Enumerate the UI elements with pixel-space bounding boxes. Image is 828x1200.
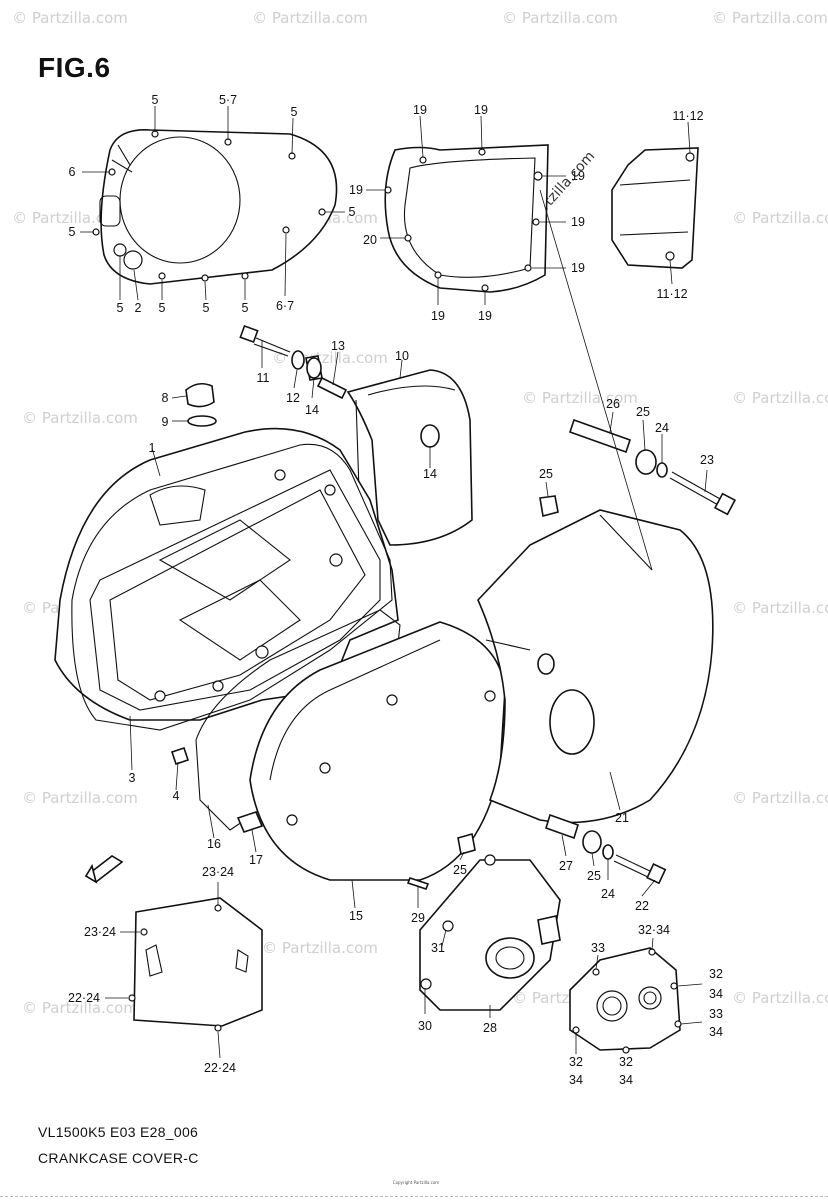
callout-label: 5 [158,300,166,315]
bolt-group-right-upper [539,418,737,517]
model-code: VL1500K5 E03 E28_006 [38,1124,199,1140]
callout-label: 32·34 [638,922,670,937]
callout-label: 25 [539,466,553,481]
callout-label: 33 [709,1006,723,1021]
crankcase-cover-part [54,427,399,721]
callout-label: 22 [635,898,649,913]
small-plate-left-part [128,897,263,1032]
callout-label: 14 [423,466,437,481]
callout-label: 26 [606,396,620,411]
callout-label: 24 [601,886,615,901]
callout-label: 32 [619,1054,633,1069]
callout-label: 5 [202,300,210,315]
bolt-group-upper [239,324,348,400]
callout-label: 34 [709,986,723,1001]
callout-label: 5 [348,204,356,219]
callout-label: 30 [418,1018,432,1033]
callout-label: 15 [349,908,363,923]
copyright-note: Copyright Partzilla.com [392,1180,440,1185]
large-cover-part [477,509,714,824]
callout-label: 8 [161,390,169,405]
callout-label: 6 [68,164,76,179]
gasket-part [71,443,393,731]
drive-cover-part [384,144,549,293]
callout-label: 19 [413,102,427,117]
callout-label: 23·24 [202,864,234,879]
callout-label: 5 [116,300,124,315]
callout-label: 31 [431,940,445,955]
callout-label: 16 [207,836,221,851]
callout-label: 9 [161,414,169,429]
callout-label: 19 [571,214,585,229]
callout-label: 34 [709,1024,723,1039]
dowel-pin-part [170,746,190,766]
bottom-divider [0,1196,828,1197]
side-cover-part [249,621,506,881]
callout-label: 5·7 [218,92,238,107]
callout-label: 24 [655,420,669,435]
filler-cap-part [185,382,217,427]
callout-label: 32 [569,1054,583,1069]
forward-arrow-icon [84,855,124,884]
callout-label: 11 [256,370,270,385]
callout-label: 25 [453,862,467,877]
callout-label: 11·12 [672,108,704,123]
figure-title: FIG.6 [38,52,111,83]
callout-label: 23 [700,452,714,467]
leader-lines [80,106,708,1059]
gasket-cover-part [346,369,473,546]
callout-label: 6·7 [275,298,295,313]
callout-label: 27 [559,858,573,873]
callout-label: 19 [474,102,488,117]
outer-cover-left-part [92,129,338,285]
callout-label: 22·24 [68,990,100,1005]
callout-label: 25 [636,404,650,419]
callout-label: 17 [249,852,263,867]
callout-label: 2 [134,300,142,315]
callout-label: 5 [68,224,76,239]
callout-label: 5 [290,104,298,119]
callout-label: 22·24 [204,1060,236,1075]
callout-label: 19 [478,308,492,323]
callout-label: 14 [305,402,319,417]
small-cover-part [611,147,699,269]
callout-label: 19 [571,260,585,275]
section-name: CRANKCASE COVER-C [38,1150,199,1166]
callout-label: 13 [331,338,345,353]
callout-label: 19 [349,182,363,197]
callout-label: 29 [411,910,425,925]
callout-label: 4 [172,788,180,803]
callout-label: 34 [569,1072,583,1087]
callout-label: 20 [363,232,377,247]
callout-label: 3 [128,770,136,785]
callout-label: 12 [286,390,300,405]
oil-pump-housing-part [419,854,561,1011]
callout-label: 21 [615,810,629,825]
callout-label: 23·24 [84,924,116,939]
callout-label: 5 [241,300,249,315]
callout-label: 19 [571,168,585,183]
seal-cover-part [569,947,682,1054]
callout-label: 5 [151,92,159,107]
callout-label: 32 [709,966,723,981]
callout-label: 19 [431,308,445,323]
callout-label: 28 [483,1020,497,1035]
callout-label: 10 [395,348,409,363]
callout-label: 1 [148,440,156,455]
callout-label: 34 [619,1072,633,1087]
callout-label: 33 [591,940,605,955]
callout-label: 11·12 [656,286,688,301]
callout-label: 25 [587,868,601,883]
bolt-group-right-lower [406,813,667,890]
